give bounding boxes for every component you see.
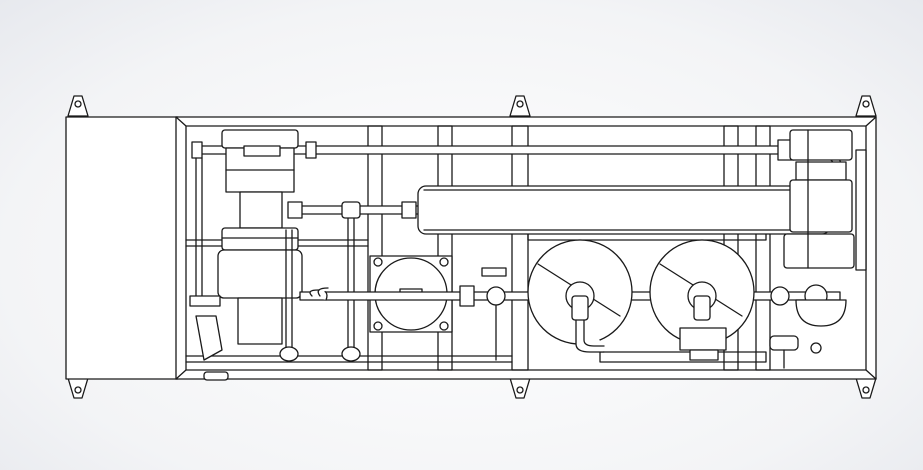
left-piping xyxy=(189,157,361,362)
control-panel-box xyxy=(65,116,179,380)
small-vessel xyxy=(769,299,847,369)
drain-fitting xyxy=(203,371,229,381)
filter-tank-2 xyxy=(649,239,755,361)
filter-tank-1 xyxy=(527,239,633,353)
pump-assembly xyxy=(783,129,867,271)
feed-pipe xyxy=(287,201,421,219)
cartridge-filter xyxy=(217,129,303,345)
membrane-vessel xyxy=(417,185,839,235)
lifting-lugs xyxy=(67,95,877,399)
skid-frame xyxy=(65,116,877,380)
